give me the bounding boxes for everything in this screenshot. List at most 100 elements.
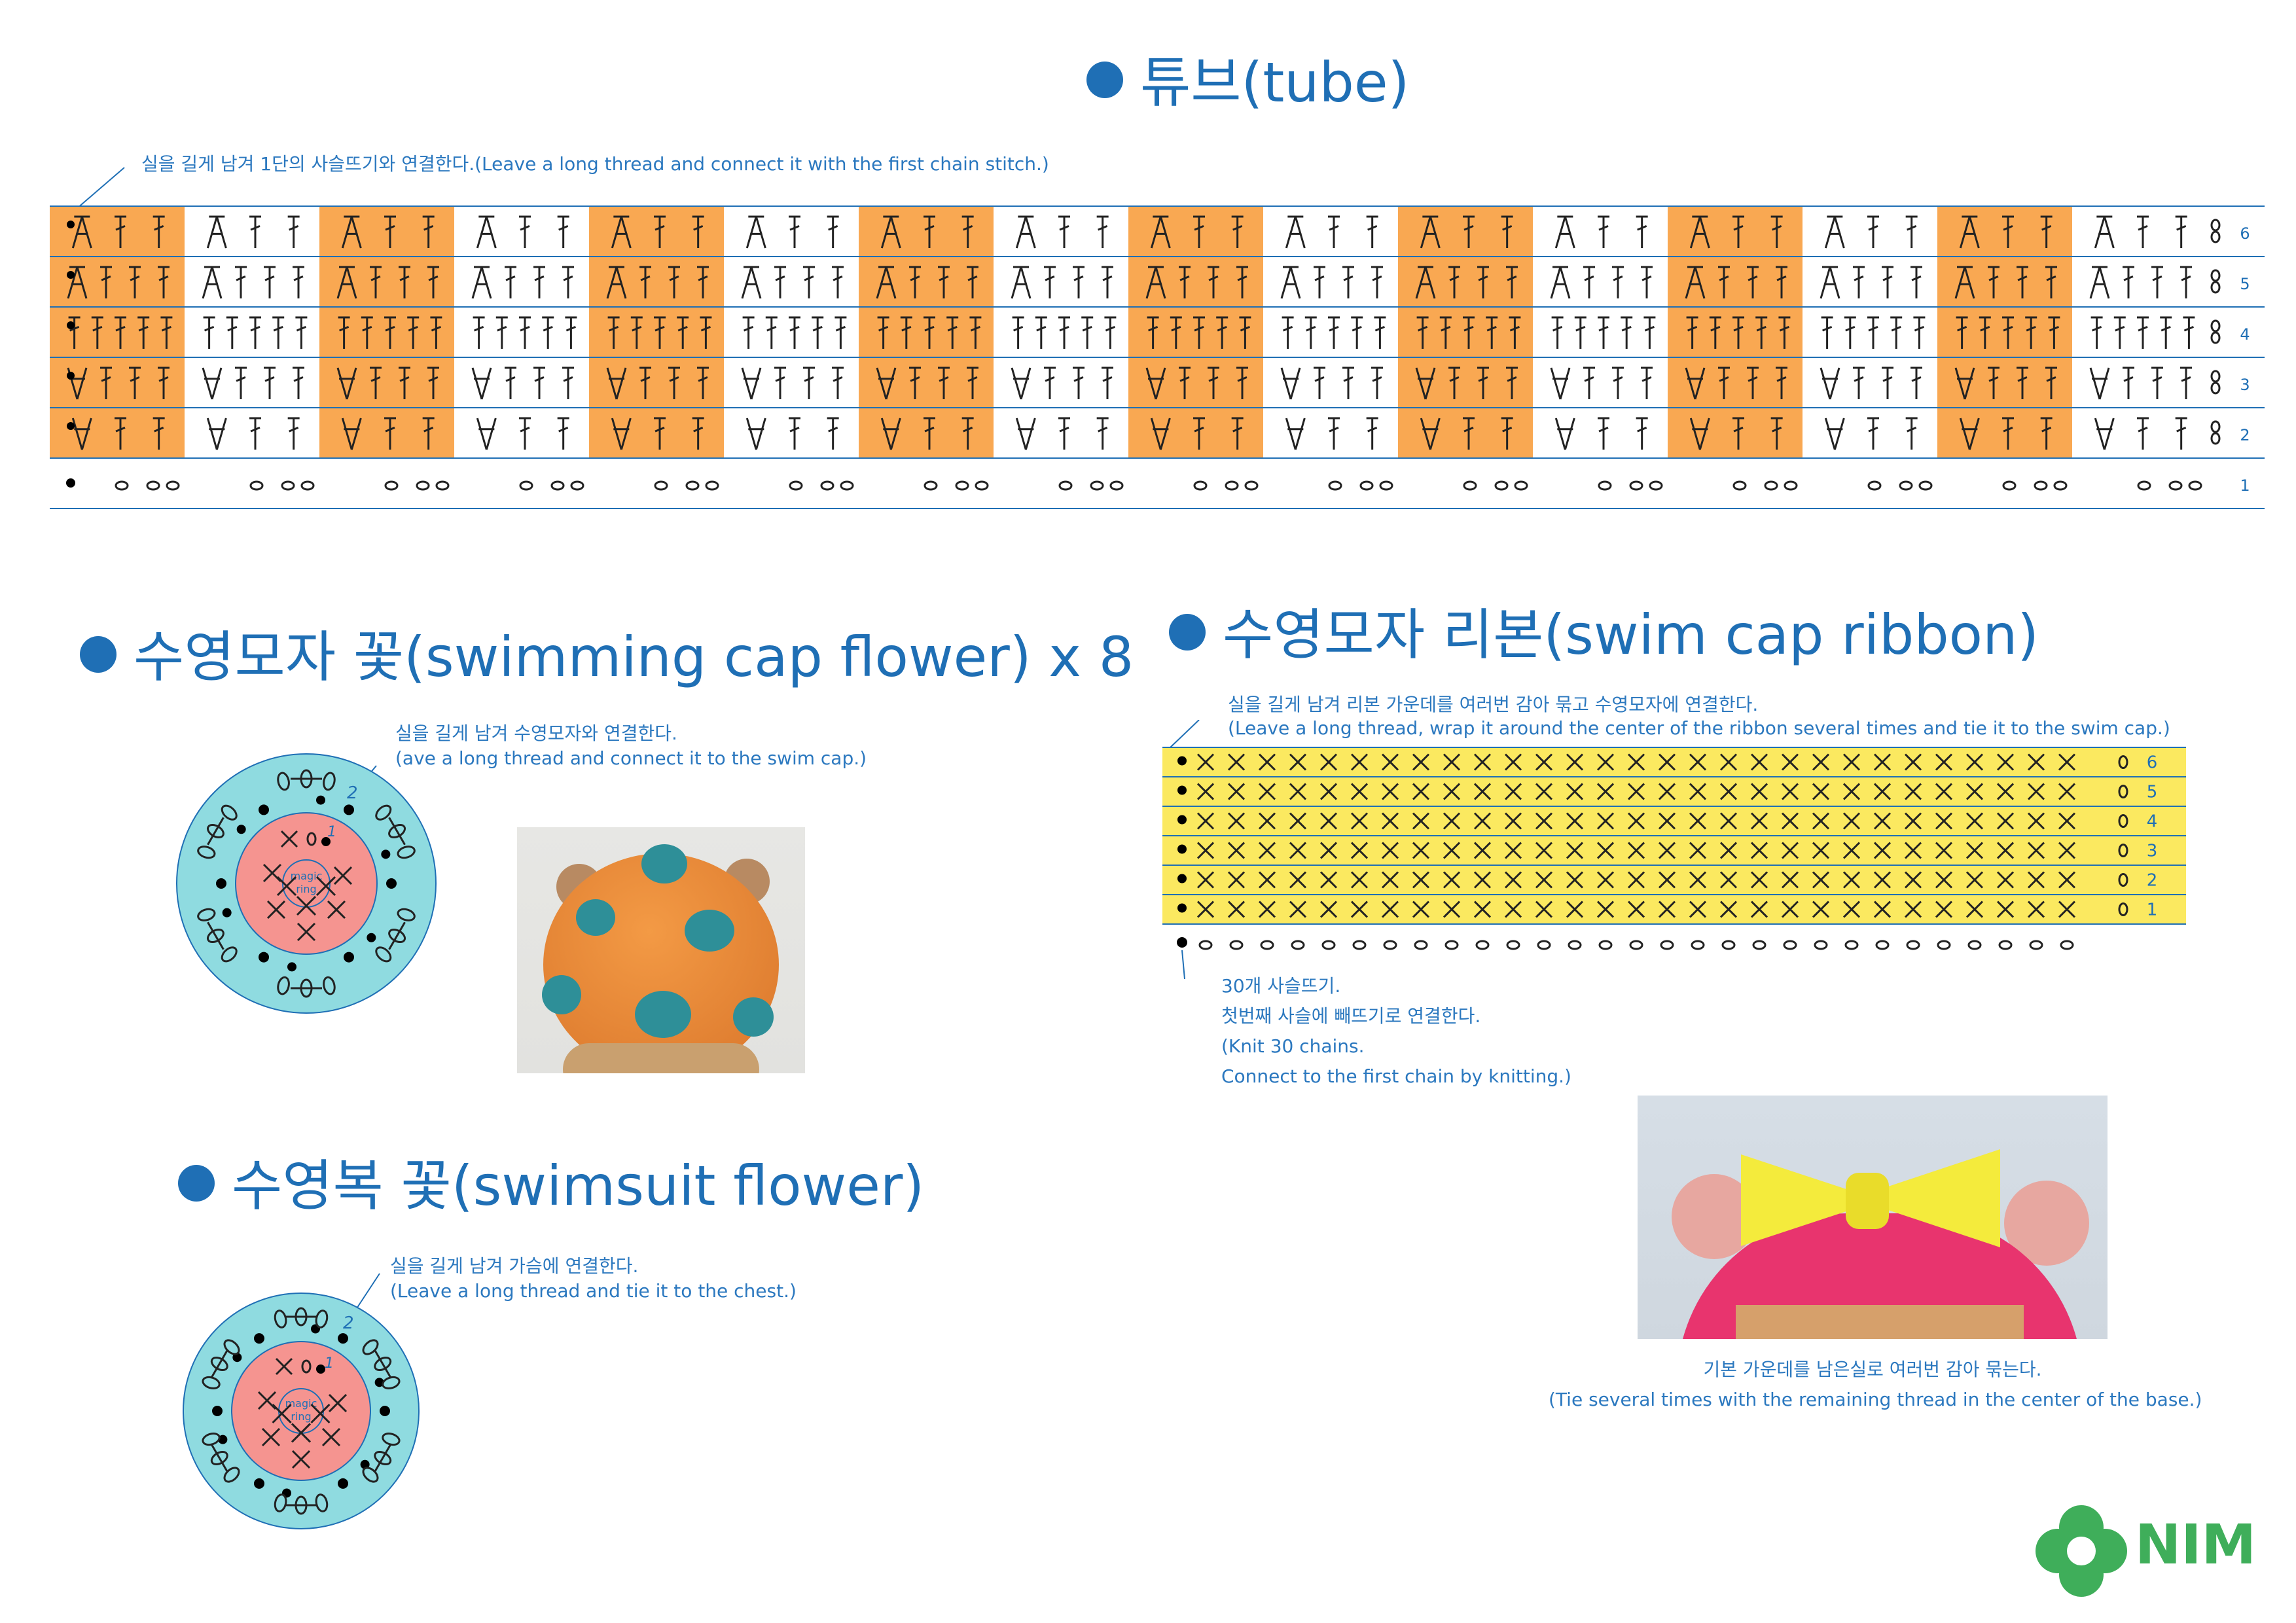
- stroke: [275, 1357, 293, 1376]
- single-crochet-icon: [1658, 783, 1676, 800]
- double-crochet-icon: [129, 366, 141, 399]
- double-crochet-icon: [1102, 366, 1113, 399]
- chain-stitch-icon: [1193, 480, 1208, 491]
- stroke: [1566, 871, 1584, 889]
- stroke: [745, 418, 757, 450]
- stroke: [2026, 326, 2036, 332]
- stroke: [534, 376, 545, 382]
- stroke: [1584, 376, 1594, 382]
- stroke: [1449, 376, 1460, 382]
- single-crochet-icon: [1258, 871, 1276, 889]
- single-crochet-icon: [310, 1403, 331, 1424]
- single-crochet-icon: [1904, 871, 1922, 889]
- double-crochet-icon: [1905, 417, 1918, 450]
- stroke: [1098, 225, 1108, 231]
- increase-icon: [606, 367, 627, 400]
- double-crochet-icon: [557, 215, 569, 248]
- inner-round: [231, 1341, 371, 1481]
- stroke: [1911, 276, 1922, 281]
- ribbon-grid: [1162, 747, 2186, 925]
- single-crochet-icon: [1473, 753, 1492, 771]
- stroke: [257, 1391, 277, 1410]
- stroke: [698, 376, 708, 382]
- double-crochet-icon: [1236, 366, 1248, 399]
- single-crochet-icon: [272, 1403, 292, 1424]
- stroke: [2103, 216, 2115, 249]
- stroke: [101, 276, 111, 281]
- double-crochet-icon: [2048, 316, 2060, 349]
- double-crochet-icon: [1778, 316, 1791, 349]
- double-crochet-icon: [249, 316, 261, 349]
- stroke: [1996, 871, 2015, 889]
- stroke: [1781, 901, 1799, 918]
- double-crochet-icon: [399, 266, 410, 298]
- stroke: [620, 418, 632, 450]
- double-crochet-icon: [1882, 366, 1893, 399]
- double-crochet-icon: [1328, 316, 1340, 349]
- tube-orange-block: [589, 408, 724, 458]
- slip-stitch-icon: [254, 1333, 264, 1344]
- double-crochet-icon: [2123, 366, 2134, 399]
- stroke: [1424, 367, 1436, 400]
- stroke: [1159, 216, 1171, 249]
- double-crochet-icon: [565, 316, 577, 349]
- double-crochet-icon: [1179, 266, 1191, 298]
- stroke: [1733, 326, 1744, 332]
- single-crochet-icon: [1227, 842, 1246, 859]
- stroke: [1289, 266, 1301, 299]
- cap-flower-note-ko: 실을 길게 남겨 수영모자와 연결한다.: [395, 722, 677, 744]
- double-crochet-icon: [961, 215, 974, 248]
- petal-loop: [223, 1339, 240, 1355]
- stroke: [1641, 276, 1652, 281]
- single-crochet-icon: [1504, 812, 1522, 830]
- stroke: [1904, 901, 1922, 918]
- increase-icon: [1150, 418, 1171, 450]
- stroke: [280, 830, 298, 848]
- stroke: [1596, 783, 1615, 800]
- stroke: [1873, 812, 1892, 830]
- magic-ring-label: ring: [296, 883, 316, 895]
- petal-stroke: [374, 1444, 392, 1472]
- single-crochet-icon: [1535, 783, 1553, 800]
- stroke: [1566, 783, 1584, 800]
- stroke: [741, 266, 753, 299]
- stroke: [1289, 783, 1307, 800]
- single-crochet-icon: [1719, 812, 1738, 830]
- double-crochet-icon: [639, 366, 651, 399]
- stroke: [2003, 326, 2013, 332]
- slip-stitch-icon: [67, 372, 75, 380]
- decrease-icon: [1689, 215, 1710, 249]
- decrease-icon: [202, 266, 223, 299]
- stroke: [2027, 783, 2045, 800]
- double-crochet-icon: [2160, 316, 2172, 349]
- double-crochet-icon: [1882, 266, 1893, 298]
- single-crochet-icon: [275, 1357, 293, 1376]
- bullet-dot-icon: [1169, 614, 1206, 651]
- bow-knot-icon: [1846, 1173, 1889, 1229]
- stroke: [1554, 418, 1566, 450]
- double-crochet-icon: [1012, 316, 1024, 349]
- increase-icon: [1280, 367, 1301, 400]
- tube-orange-block: [1128, 408, 1263, 458]
- turning-chain-icon: [2118, 873, 2128, 887]
- double-crochet-icon: [700, 316, 712, 349]
- orange-cap: [543, 853, 779, 1073]
- double-crochet-icon: [1096, 215, 1109, 248]
- tube-orange-block: [1668, 408, 1803, 458]
- double-crochet-icon: [1509, 316, 1521, 349]
- stroke: [485, 216, 497, 249]
- stroke: [1965, 901, 1984, 918]
- single-crochet-icon: [296, 895, 317, 916]
- ribbon-title: 수영모자 리본(swim cap ribbon): [1169, 607, 2039, 662]
- single-crochet-icon: [1504, 753, 1522, 771]
- slip-stitch-icon: [287, 962, 296, 972]
- stroke: [1372, 376, 1382, 382]
- stroke: [1319, 783, 1338, 800]
- slip-stitch-icon: [222, 908, 232, 918]
- double-crochet-icon: [1583, 366, 1595, 399]
- chain-stitch-icon: [384, 480, 399, 491]
- magic-ring-label: magic: [285, 1397, 317, 1410]
- stroke: [901, 326, 912, 332]
- stroke: [889, 216, 901, 249]
- stroke: [1473, 871, 1492, 889]
